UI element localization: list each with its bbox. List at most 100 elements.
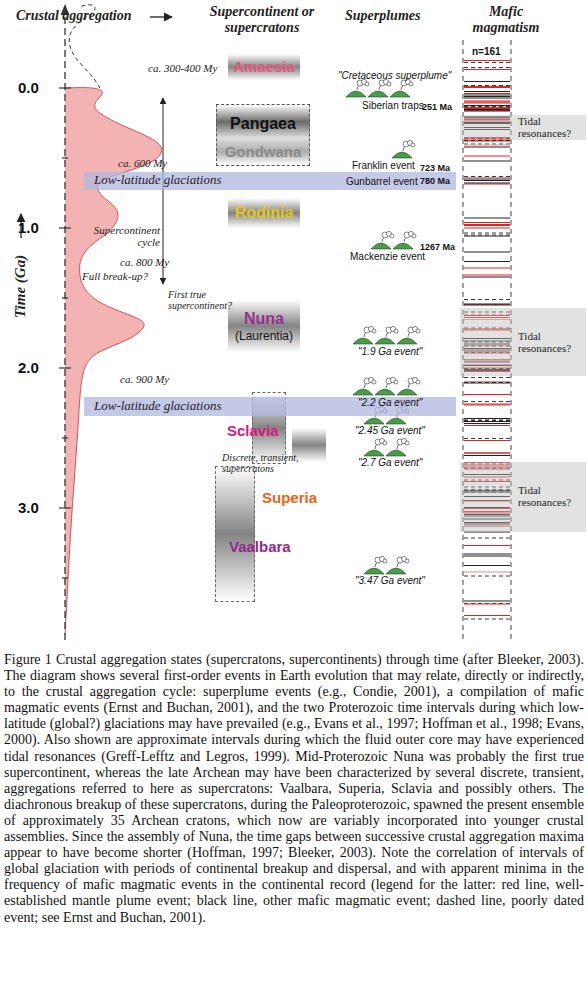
mafic-event-line: [464, 615, 510, 616]
mafic-event-line: [464, 299, 510, 300]
mafic-event-line: [464, 144, 510, 145]
node-label: Tidal resonances?: [518, 115, 584, 139]
aggregation-curve-group: [65, 5, 162, 635]
figure-label: Franklin event: [352, 160, 415, 171]
node-label: Rodinia: [228, 204, 300, 222]
supercontinent-group: PangaeaGondwana: [216, 104, 310, 166]
figure-label: Time (Ga): [12, 255, 29, 318]
volcano-mound: [386, 450, 406, 456]
node-label: Superia: [262, 490, 317, 507]
mafic-event-line: [464, 108, 510, 109]
mafic-event-line: [464, 440, 510, 441]
volcano-mound: [393, 243, 413, 249]
mafic-event-line: [464, 274, 510, 275]
mafic-event-line: [464, 571, 510, 572]
plume-symbol: [353, 377, 376, 395]
mafic-event-line: [464, 144, 510, 145]
mafic-event-line: [464, 394, 510, 395]
plume-cloud: [372, 329, 376, 333]
volcano-mound: [397, 389, 417, 395]
tidal-resonance-box: Tidal resonances?: [460, 115, 586, 140]
plume-cloud: [405, 559, 409, 563]
plume-symbol: [368, 79, 391, 97]
figure-label: ca. 600 My: [118, 157, 167, 169]
supercontinent-band: Rodinia: [228, 198, 300, 228]
node-label: Sclavia: [227, 423, 279, 440]
mafic-event-line: [464, 225, 510, 226]
node-label: Gondwana: [217, 144, 309, 161]
mafic-event-line: [464, 155, 510, 156]
mafic-event-line: [464, 425, 510, 426]
plume-cloud: [394, 380, 398, 384]
figure-label: 1.0: [18, 219, 39, 236]
mafic-event-line: [464, 67, 510, 68]
mafic-event-line: [464, 96, 510, 97]
volcano-mound: [375, 338, 395, 344]
plume-cloud: [383, 441, 387, 445]
mafic-event-line: [464, 140, 510, 141]
mafic-event-line: [464, 603, 510, 604]
mafic-event-line: [464, 455, 510, 456]
mafic-event-line: [464, 141, 510, 142]
plume-cloud: [394, 329, 398, 333]
figure-label: 251 Ma: [422, 102, 452, 112]
figure-label: Full break-up?: [82, 270, 148, 282]
volcano-mound: [371, 243, 391, 249]
mafic-event-line: [464, 180, 510, 181]
volcano-mound: [392, 152, 412, 158]
mafic-event-line: [464, 600, 510, 601]
mafic-event-line: [464, 576, 510, 577]
tidal-resonance-box: Tidal resonances?: [460, 462, 586, 532]
mafic-event-line: [464, 101, 510, 102]
plume-cloud: [416, 380, 420, 384]
figure-label: Mackenzie event: [350, 251, 425, 262]
mafic-event-line: [464, 276, 510, 277]
axis-tick: [62, 157, 68, 158]
plume-symbol: [375, 326, 398, 344]
volcano-mound: [364, 568, 384, 574]
mafic-event-line: [464, 107, 510, 108]
supercontinent-band: Amaesia: [228, 54, 300, 80]
mafic-event-line: [464, 102, 510, 103]
mafic-event-line: [464, 304, 510, 305]
mafic-event-line: [464, 267, 510, 268]
plume-cloud: [411, 143, 415, 147]
mafic-event-line: [464, 177, 510, 178]
supercontinent-band: Nuna(Laurentia): [228, 300, 300, 352]
figure-label: 780 Ma: [420, 176, 450, 186]
plume-symbol: [393, 231, 416, 249]
volcano-mound: [375, 389, 395, 395]
mafic-event-line: [464, 545, 510, 546]
mafic-event-line: [464, 110, 510, 111]
aggregation-area: [65, 88, 162, 635]
figure-label: "2.45 Ga event": [355, 425, 425, 436]
axis-tick: [59, 87, 71, 88]
volcano-mound: [390, 91, 410, 97]
mafic-event-line: [464, 176, 510, 177]
figure-label: "2.7 Ga event": [358, 457, 422, 468]
direction-arrow: [150, 16, 172, 17]
mafic-event-line: [464, 109, 510, 110]
mafic-event-line: [464, 304, 510, 305]
node-label: Pangaea: [217, 115, 309, 133]
mafic-event-line: [464, 182, 510, 183]
mafic-event-line: [464, 381, 510, 382]
axis-tick: [62, 437, 68, 438]
plume-symbol: [390, 79, 413, 97]
figure-label: "1.9 Ga event": [358, 346, 422, 357]
mafic-event-line: [464, 87, 510, 88]
mafic-event-line: [464, 382, 510, 383]
mafic-event-line: [464, 603, 510, 604]
mafic-event-line: [464, 106, 510, 107]
plume-cloud: [372, 380, 376, 384]
volcano-mound: [353, 338, 373, 344]
axis-tick: [62, 577, 68, 578]
figure-label: Supercontinent cycle: [88, 224, 160, 248]
mafic-event-line: [464, 94, 510, 95]
mafic-event-line: [464, 178, 510, 179]
time-axis: [64, 14, 65, 640]
supercraton-bar: Vaalbara: [215, 466, 255, 602]
mafic-event-line: [464, 235, 510, 236]
plume-cloud: [409, 82, 413, 86]
mafic-event-line: [464, 217, 510, 218]
